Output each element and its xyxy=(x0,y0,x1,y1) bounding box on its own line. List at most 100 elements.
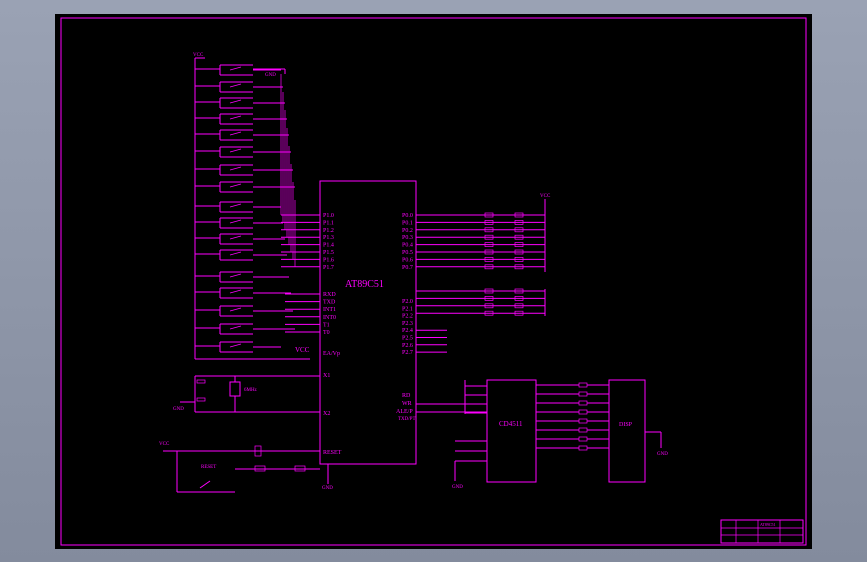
p0-resistor xyxy=(484,212,494,218)
vcc-label: VCC xyxy=(295,346,310,354)
pin-p0-7: P0.7 xyxy=(402,265,413,271)
button-contact xyxy=(229,203,242,208)
pin-p2-2: P2.2 xyxy=(402,314,413,320)
p0-resistor xyxy=(484,220,494,225)
display-name: DISP xyxy=(619,422,633,428)
pin-p1-7: P1.7 xyxy=(323,265,334,271)
button-contact xyxy=(229,289,242,294)
reset-switch-label: RESET xyxy=(201,465,216,470)
button-contact xyxy=(229,83,242,88)
p2-resistor xyxy=(484,288,494,294)
title-block-name: AT89C51 xyxy=(760,522,776,527)
button-contact xyxy=(229,273,242,278)
pin-txd: TXD xyxy=(323,300,336,306)
pin-t1: T1 xyxy=(323,322,330,328)
pin-p2-3: P2.3 xyxy=(402,321,413,327)
vcc-top-label: VCC xyxy=(193,53,204,58)
mcu-body xyxy=(319,180,417,465)
pin-int0: INT0 xyxy=(323,315,336,321)
segment-resistor xyxy=(578,382,588,388)
pin-p2-7: P2.7 xyxy=(402,350,413,356)
capacitor-c1 xyxy=(196,379,206,384)
pin-reset: RESET xyxy=(323,450,342,456)
p2-switch xyxy=(514,310,524,316)
pin-p2-4: P2.4 xyxy=(402,328,413,334)
display-body xyxy=(608,379,646,483)
button-contact xyxy=(229,251,242,256)
segment-resistor xyxy=(578,409,588,415)
p2-resistor xyxy=(484,310,494,316)
button-contact xyxy=(229,131,242,136)
p0-resistor xyxy=(484,257,494,262)
pin-int1: INT1 xyxy=(323,307,336,313)
gnd-display-label: GND xyxy=(657,452,668,457)
pin-p1-2: P1.2 xyxy=(323,228,334,234)
port2-labels: P2.0P2.1P2.2P2.3P2.4P2.5P2.6P2.7 xyxy=(402,299,413,356)
segment-resistor xyxy=(578,436,588,442)
pin-p1-0: P1.0 xyxy=(323,213,334,219)
pin-p0-4: P0.4 xyxy=(402,243,413,249)
p0-resistor xyxy=(484,249,494,255)
p2-switch xyxy=(514,303,524,309)
button-contact xyxy=(229,166,242,171)
button-contact xyxy=(229,115,242,120)
p2-resistor xyxy=(484,303,494,309)
pin-ea: EA/Vp xyxy=(323,351,340,357)
pin-t0: T0 xyxy=(323,330,330,336)
p0-resistor xyxy=(484,234,494,240)
segment-resistor xyxy=(578,391,588,397)
pin-p1-1: P1.1 xyxy=(323,220,334,226)
p0-switch xyxy=(514,234,524,240)
p0-switch xyxy=(514,220,524,225)
port1-labels: P1.0P1.1P1.2P1.3P1.4P1.5P1.6P1.7 xyxy=(281,213,334,271)
pin-wr: WR xyxy=(402,401,412,407)
button-contact xyxy=(229,99,242,104)
pin-p2-6: P2.6 xyxy=(402,343,413,349)
decoder-body xyxy=(486,379,537,483)
p0-resistor xyxy=(484,242,494,247)
p0-switch xyxy=(514,257,524,262)
p2-switch xyxy=(514,288,524,294)
pin-p2-5: P2.5 xyxy=(402,336,413,342)
port2-output-network xyxy=(416,288,546,353)
pin-rxd: RXD xyxy=(323,292,336,298)
segment-resistor xyxy=(578,427,588,433)
p0-resistor xyxy=(484,264,494,270)
gnd-decoder-label: GND xyxy=(452,485,463,490)
port0-labels: P0.0P0.1P0.2P0.3P0.4P0.5P0.6P0.7 xyxy=(402,213,413,271)
pin-ale: ALE/P xyxy=(396,409,413,415)
decoder-name: CD4511 xyxy=(499,420,523,428)
p0-resistor xyxy=(484,227,494,233)
p2-resistor xyxy=(484,296,494,301)
reset-capacitor xyxy=(254,445,262,457)
pin-p1-4: P1.4 xyxy=(323,243,334,249)
schematic-canvas: AT89C51 P1.0P1.1P1.2P1.3P1.4P1.5P1.6P1.7… xyxy=(60,17,807,546)
pin-p2-0: P2.0 xyxy=(402,299,413,305)
crystal xyxy=(229,381,241,397)
button-contact xyxy=(229,148,242,153)
pin-p0-1: P0.1 xyxy=(402,220,413,226)
reset-switch-blade xyxy=(199,480,211,489)
button-contact xyxy=(229,325,242,330)
pin-p2-1: P2.1 xyxy=(402,306,413,312)
pin-p1-5: P1.5 xyxy=(323,250,334,256)
button-contact xyxy=(229,219,242,224)
pushbutton-array xyxy=(194,57,296,359)
vcc-right-label: VCC xyxy=(540,194,551,199)
p0-switch xyxy=(514,212,524,218)
pin-p1-3: P1.3 xyxy=(323,235,334,241)
p0-switch xyxy=(514,249,524,255)
decoder-pins xyxy=(416,380,662,481)
button-contact xyxy=(229,183,242,188)
pin-p0-3: P0.3 xyxy=(402,235,413,241)
crystal-label: 6MHz xyxy=(244,388,258,393)
pin-p1-6: P1.6 xyxy=(323,257,334,263)
button-contact xyxy=(229,343,242,348)
p0-switch xyxy=(514,264,524,270)
pin-x1: X1 xyxy=(323,373,330,379)
gnd-top-label: GND xyxy=(265,73,276,78)
port0-output-network xyxy=(416,199,546,272)
